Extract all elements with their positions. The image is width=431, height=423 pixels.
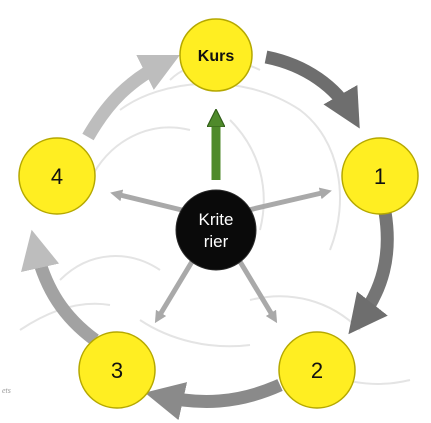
node-1: 1 <box>341 137 419 215</box>
spoke-arrow-to-3 <box>154 253 199 324</box>
spoke-arrow-to-4 <box>110 189 191 215</box>
corner-caption-fragment: ets <box>2 386 11 395</box>
node-2: 2 <box>278 331 356 409</box>
cycle-arrow-2-to-3 <box>144 379 283 421</box>
node-1-label: 1 <box>374 164 386 189</box>
spoke-arrow-to-2 <box>233 253 278 324</box>
cycle-arrow-3-to-4 <box>21 229 99 346</box>
cycle-arrow-1-to-2 <box>348 210 394 335</box>
node-4-label: 4 <box>51 164 63 189</box>
spoke-arrow-to-1 <box>239 187 332 215</box>
node-3-label: 3 <box>111 358 123 383</box>
node-3: 3 <box>78 331 156 409</box>
node-kurs-label: Kurs <box>198 48 235 65</box>
node-4: 4 <box>18 137 96 215</box>
cycle-arrow-kurs-to-1 <box>264 50 360 129</box>
center-node-label-line2: rier <box>204 232 229 251</box>
center-node-label-line1: Krite <box>199 210 234 229</box>
node-2-label: 2 <box>311 358 323 383</box>
cycle-arrow-4-to-kurs <box>82 55 180 141</box>
center-node-kriterier: Krite rier <box>175 189 257 271</box>
center-node-circle <box>175 189 257 271</box>
node-kurs: Kurs <box>179 18 253 92</box>
